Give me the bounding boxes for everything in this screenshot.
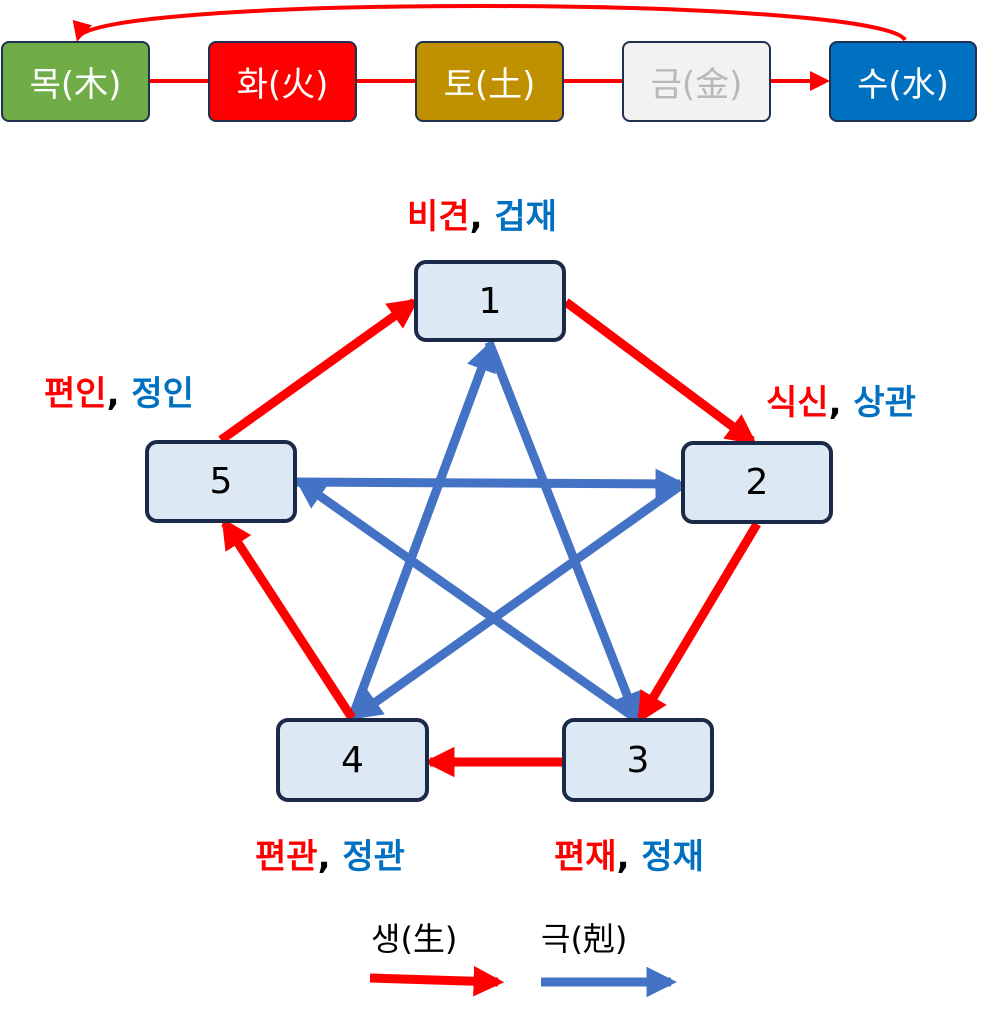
label-node-1-sheng: 비견: [407, 197, 470, 237]
label-node-2-sheng: 식신: [766, 383, 829, 423]
sheng-arrow-2-to-3: [637, 521, 761, 724]
node-5: 5: [145, 440, 297, 523]
label-node-4-sheng: 편관: [255, 837, 318, 877]
label-node-4-ke: 정관: [342, 837, 405, 877]
element-box-metal: 금(金): [622, 41, 771, 122]
label-node-3: 편재, 정재: [554, 837, 704, 877]
legend-sheng-label: 생(生): [371, 920, 458, 958]
label-node-3-ke: 정재: [641, 837, 704, 877]
element-box-water: 수(水): [829, 41, 977, 122]
sheng-arrow-1-to-2: [563, 298, 757, 445]
label-node-5: 편인, 정인: [44, 374, 194, 414]
label-node-1: 비견, 겁재: [407, 197, 557, 237]
ke-arrow-2-to-4: [351, 482, 683, 720]
ke-arrow-4-to-1: [347, 340, 496, 720]
ke-arrow-1-to-3: [484, 340, 642, 724]
ke-arrow-5-to-2: [295, 468, 687, 500]
element-box-earth: 토(土): [415, 41, 564, 122]
node-3: 3: [562, 718, 714, 802]
element-box-fire: 화(火): [208, 41, 357, 122]
label-node-3-sheng: 편재: [554, 837, 617, 877]
legend-ke-label: 극(剋): [541, 920, 628, 958]
label-node-5-sheng: 편인: [44, 374, 107, 414]
sheng-arrow-5-to-1: [218, 298, 419, 444]
label-node-4: 편관, 정관: [255, 837, 405, 877]
sheng-arrow-4-to-5: [221, 517, 356, 721]
node-4: 4: [276, 718, 429, 802]
label-node-2-ke: 상관: [853, 383, 916, 423]
legend-sheng-arrow: [369, 965, 505, 997]
label-node-5-ke: 정인: [131, 374, 194, 414]
label-node-1-ke: 겁재: [494, 197, 557, 237]
ke-arrow-3-to-5: [294, 478, 638, 722]
node-1: 1: [414, 260, 566, 342]
element-box-wood: 목(木): [1, 41, 150, 122]
node-2: 2: [681, 441, 833, 524]
label-node-2: 식신, 상관: [766, 383, 916, 423]
arrow-water-to-wood: [72, 4, 907, 42]
